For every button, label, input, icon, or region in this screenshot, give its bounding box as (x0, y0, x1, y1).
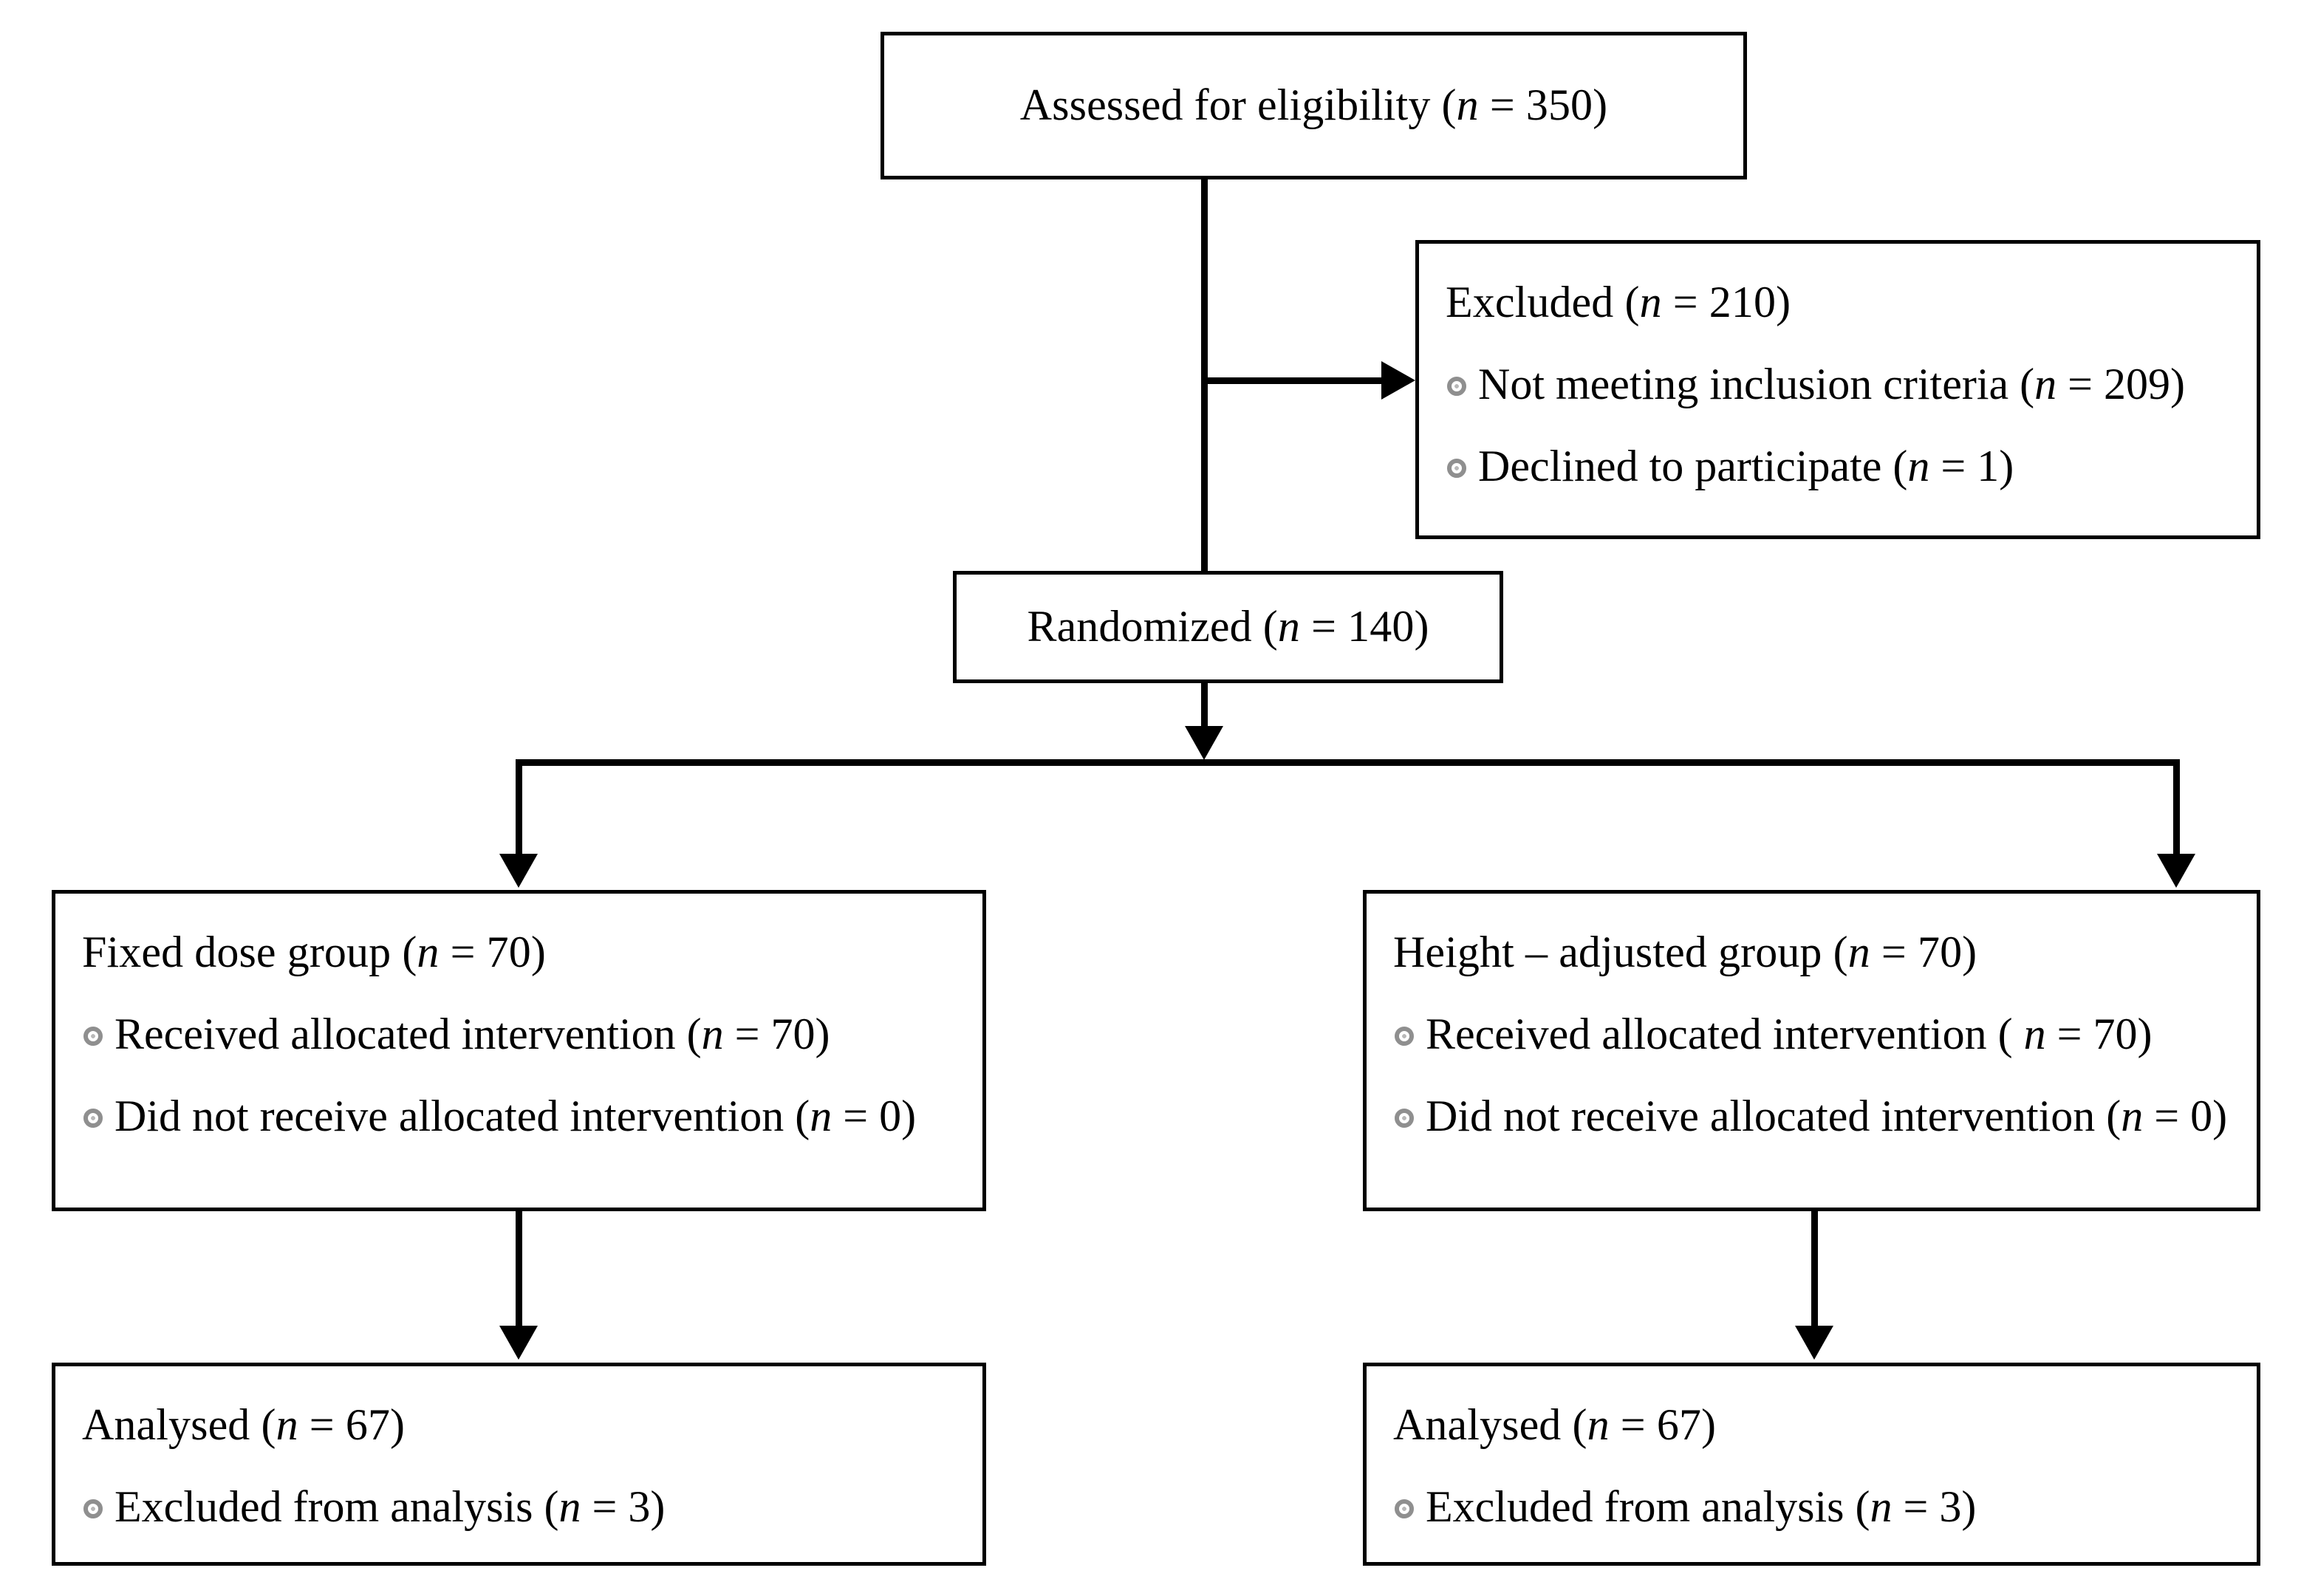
analysis-right-item-prefix: Excluded from analysis ( (1426, 1482, 1870, 1532)
excluded-reason-item: Not meeting inclusion criteria (n = 209) (1446, 360, 2235, 409)
ring-bullet-icon (82, 1109, 114, 1128)
allocation-right-item: Did not receive allocated intervention (… (1393, 1092, 2235, 1141)
arrowhead-to-right-analysis (1795, 1326, 1833, 1360)
analysis-right-item-variable-n: n (1870, 1482, 1893, 1532)
node-randomized: Randomized (n = 140) (953, 571, 1503, 683)
allocation-left-item: Received allocated intervention (n = 70) (82, 1010, 960, 1059)
analysis-left-heading: Analysed (n = 67) (82, 1400, 960, 1450)
randomized-label-suffix: = 140) (1300, 602, 1429, 651)
analysis-right-heading-variable-n: n (1587, 1400, 1610, 1449)
assessed-variable-n: n (1456, 81, 1479, 130)
excluded-reason-prefix: Not meeting inclusion criteria ( (1478, 360, 2035, 409)
analysis-left-heading-suffix: = 67) (298, 1400, 406, 1449)
allocation-right-heading-suffix: = 70) (1870, 928, 1977, 976)
ring-bullet-icon (1393, 1027, 1426, 1047)
analysis-left-heading-prefix: Analysed ( (82, 1400, 276, 1449)
randomized-variable-n: n (1277, 602, 1300, 651)
allocation-left-item-variable-n: n (810, 1092, 832, 1141)
connector-split-bar (516, 759, 2180, 766)
ring-bullet-icon (1393, 1499, 1426, 1519)
allocation-right-heading-prefix: Height – adjusted group ( (1393, 928, 1848, 976)
arrowhead-to-left-allocation (499, 854, 538, 888)
allocation-left-item-prefix: Received allocated intervention ( (114, 1010, 702, 1059)
allocation-left-heading-prefix: Fixed dose group ( (82, 928, 417, 976)
analysis-left-item-variable-n: n (558, 1482, 581, 1532)
allocation-left-item-suffix: = 70) (723, 1010, 830, 1059)
arrowhead-to-left-analysis (499, 1326, 538, 1360)
excluded-reason-label: Declined to participate (n = 1) (1478, 442, 2235, 491)
randomized-label: Randomized (n = 140) (1027, 602, 1429, 651)
allocation-right-item-prefix: Did not receive allocated intervention ( (1426, 1092, 2121, 1141)
excluded-heading-prefix: Excluded ( (1446, 278, 1640, 326)
connector-randomized-down (1201, 683, 1208, 729)
node-analysis-height-adjusted: Analysed (n = 67) Excluded from analysis… (1363, 1363, 2260, 1566)
node-allocation-fixed-dose: Fixed dose group (n = 70) Received alloc… (52, 890, 986, 1211)
allocation-right-item-suffix: = 70) (2045, 1010, 2153, 1059)
allocation-right-item-variable-n: n (2121, 1092, 2144, 1141)
ring-bullet-icon (82, 1499, 114, 1519)
analysis-left-item-label: Excluded from analysis (n = 3) (114, 1482, 960, 1532)
excluded-heading-variable-n: n (1639, 278, 1662, 326)
analysis-right-heading-prefix: Analysed ( (1393, 1400, 1587, 1449)
excluded-reason-variable-n: n (1907, 442, 1930, 491)
node-allocation-height-adjusted: Height – adjusted group (n = 70) Receive… (1363, 890, 2260, 1211)
analysis-right-heading-suffix: = 67) (1609, 1400, 1717, 1449)
allocation-left-item-suffix: = 0) (832, 1092, 917, 1141)
analysis-left-item-suffix: = 3) (581, 1482, 666, 1532)
allocation-left-heading-suffix: = 70) (439, 928, 546, 976)
ring-bullet-icon (82, 1027, 114, 1047)
assessed-label-prefix: Assessed for eligibility ( (1019, 81, 1457, 130)
allocation-right-heading: Height – adjusted group (n = 70) (1393, 928, 2235, 977)
analysis-right-item-label: Excluded from analysis (n = 3) (1426, 1482, 2235, 1532)
analysis-left-item-prefix: Excluded from analysis ( (114, 1482, 559, 1532)
allocation-right-heading-variable-n: n (1847, 928, 1870, 976)
excluded-reason-label: Not meeting inclusion criteria (n = 209) (1478, 360, 2235, 409)
connector-left-allocation-to-analysis (516, 1211, 522, 1327)
allocation-right-item-prefix: Received allocated intervention ( (1426, 1010, 2024, 1059)
excluded-reason-suffix: = 209) (2056, 360, 2185, 409)
connector-enrollment-to-randomized (1201, 179, 1208, 571)
assessed-for-eligibility-label: Assessed for eligibility (n = 350) (1020, 81, 1608, 130)
analysis-right-item-suffix: = 3) (1892, 1482, 1977, 1532)
node-assessed-for-eligibility: Assessed for eligibility (n = 350) (881, 32, 1747, 179)
excluded-reason-variable-n: n (2034, 360, 2057, 409)
arrowhead-to-right-allocation (2157, 854, 2195, 888)
node-analysis-fixed-dose: Analysed (n = 67) Excluded from analysis… (52, 1363, 986, 1566)
excluded-heading: Excluded (n = 210) (1446, 278, 2235, 327)
allocation-right-item-suffix: = 0) (2143, 1092, 2228, 1141)
excluded-reason-prefix: Declined to participate ( (1478, 442, 1908, 491)
excluded-reason-suffix: = 1) (1929, 442, 2014, 491)
allocation-left-heading-variable-n: n (417, 928, 440, 976)
randomized-label-prefix: Randomized ( (1027, 602, 1278, 651)
connector-split-to-left-allocation (516, 759, 522, 855)
connector-right-allocation-to-analysis (1811, 1211, 1818, 1327)
ring-bullet-icon (1446, 459, 1478, 479)
analysis-left-heading-variable-n: n (276, 1400, 298, 1449)
allocation-left-heading: Fixed dose group (n = 70) (82, 928, 960, 977)
excluded-heading-suffix: = 210) (1661, 278, 1791, 326)
analysis-right-item: Excluded from analysis (n = 3) (1393, 1482, 2235, 1532)
arrowhead-to-excluded (1381, 361, 1415, 400)
assessed-label-suffix: = 350) (1478, 81, 1608, 130)
excluded-reason-item: Declined to participate (n = 1) (1446, 442, 2235, 491)
allocation-left-item-variable-n: n (701, 1010, 724, 1059)
analysis-right-heading: Analysed (n = 67) (1393, 1400, 2235, 1450)
ring-bullet-icon (1393, 1109, 1426, 1128)
connector-to-excluded-line (1204, 377, 1381, 384)
allocation-right-item-variable-n: n (2023, 1010, 2046, 1059)
allocation-left-item-label: Did not receive allocated intervention (… (114, 1092, 960, 1141)
node-excluded: Excluded (n = 210) Not meeting inclusion… (1415, 240, 2260, 539)
arrowhead-randomized-to-split (1185, 726, 1223, 760)
allocation-left-item-label: Received allocated intervention (n = 70) (114, 1010, 960, 1059)
allocation-right-item-label: Received allocated intervention ( n = 70… (1426, 1010, 2235, 1059)
allocation-right-item: Received allocated intervention ( n = 70… (1393, 1010, 2235, 1059)
connector-split-to-right-allocation (2173, 759, 2180, 855)
allocation-right-item-label: Did not receive allocated intervention (… (1426, 1092, 2235, 1141)
analysis-left-item: Excluded from analysis (n = 3) (82, 1482, 960, 1532)
allocation-left-item-prefix: Did not receive allocated intervention ( (114, 1092, 810, 1141)
ring-bullet-icon (1446, 377, 1478, 397)
allocation-left-item: Did not receive allocated intervention (… (82, 1092, 960, 1141)
